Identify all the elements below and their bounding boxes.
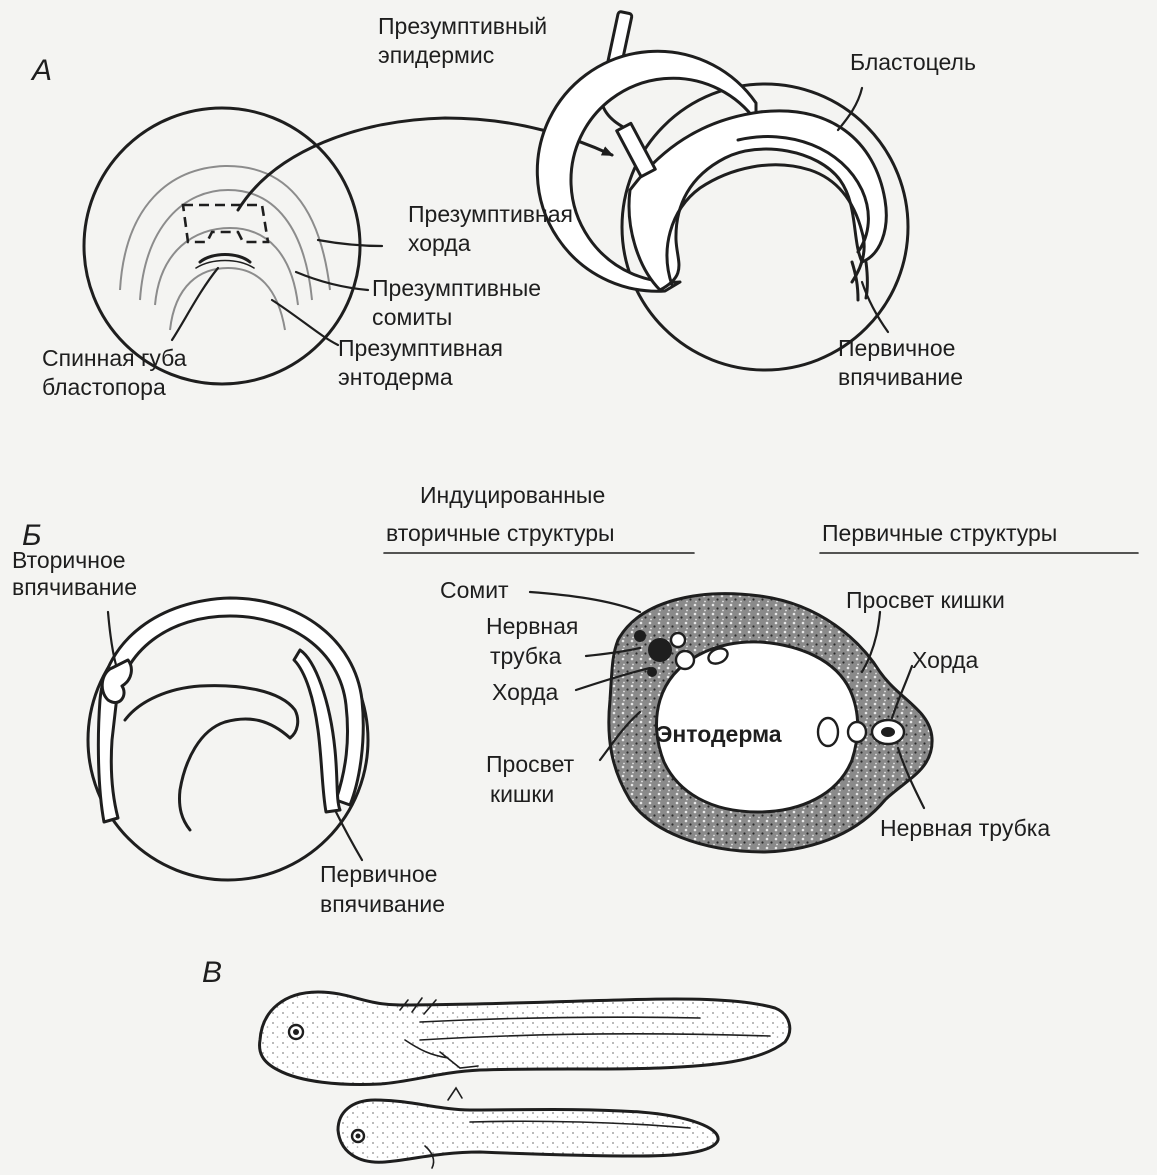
host-gastrula-section bbox=[537, 51, 908, 370]
label-primary-invagination-a-2: впячивание bbox=[838, 364, 963, 390]
header-induced-1: Индуцированные bbox=[420, 482, 605, 508]
label-presumptive-somites-2: сомиты bbox=[372, 304, 452, 330]
label-neural-tube-left-2: трубка bbox=[490, 643, 562, 669]
header-primary: Первичные структуры bbox=[822, 520, 1057, 546]
label-gut-lumen-right: Просвет кишки bbox=[846, 587, 1005, 613]
label-primary-invagination-a-1: Первичное bbox=[838, 335, 955, 361]
label-presumptive-chorda-2: хорда bbox=[408, 230, 471, 256]
label-neural-tube-left-1: Нервная bbox=[486, 613, 578, 639]
label-primary-invagination-b-1: Первичное bbox=[320, 861, 437, 887]
gastrula-dorsal-view bbox=[84, 108, 360, 384]
label-gut-lumen-left-2: кишки bbox=[490, 781, 554, 807]
label-presumptive-somites-1: Презумптивные bbox=[372, 275, 541, 301]
panel-b: Б Индуцированные вторичные структуры Пер… bbox=[12, 482, 1138, 917]
label-somite: Сомит bbox=[440, 577, 509, 603]
label-endoderm: Энтодерма bbox=[656, 721, 782, 747]
label-presumptive-endoderm-1: Презумптивная bbox=[338, 335, 503, 361]
label-presumptive-epidermis-1: Презумптивный bbox=[378, 13, 547, 39]
label-neural-tube-right: Нервная трубка bbox=[880, 815, 1050, 841]
panel-c: В bbox=[202, 956, 790, 1168]
label-primary-invagination-b-2: впячивание bbox=[320, 891, 445, 917]
gastrula-secondary-invagination bbox=[88, 598, 368, 880]
panel-a: А bbox=[30, 11, 976, 400]
label-chorda-right: Хорда bbox=[912, 647, 979, 673]
label-presumptive-epidermis-2: эпидермис bbox=[378, 42, 494, 68]
label-presumptive-chorda-1: Презумптивная bbox=[408, 201, 573, 227]
label-dorsal-lip-1: Спинная губа bbox=[42, 345, 187, 371]
panel-a-letter: А bbox=[30, 54, 52, 87]
label-secondary-invagination-1: Вторичное bbox=[12, 547, 126, 573]
label-gut-lumen-left-1: Просвет bbox=[486, 751, 575, 777]
secondary-embryo-drawing bbox=[338, 1088, 718, 1168]
header-induced-2: вторичные структуры bbox=[386, 520, 615, 546]
label-dorsal-lip-2: бластопора bbox=[42, 374, 166, 400]
label-chorda-left: Хорда bbox=[492, 679, 559, 705]
label-blastocoel: Бластоцель bbox=[850, 49, 976, 75]
label-presumptive-endoderm-2: энтодерма bbox=[338, 364, 453, 390]
panel-c-letter: В bbox=[202, 956, 222, 989]
label-secondary-invagination-2: впячивание bbox=[12, 574, 137, 600]
primary-embryo-drawing bbox=[260, 992, 790, 1084]
